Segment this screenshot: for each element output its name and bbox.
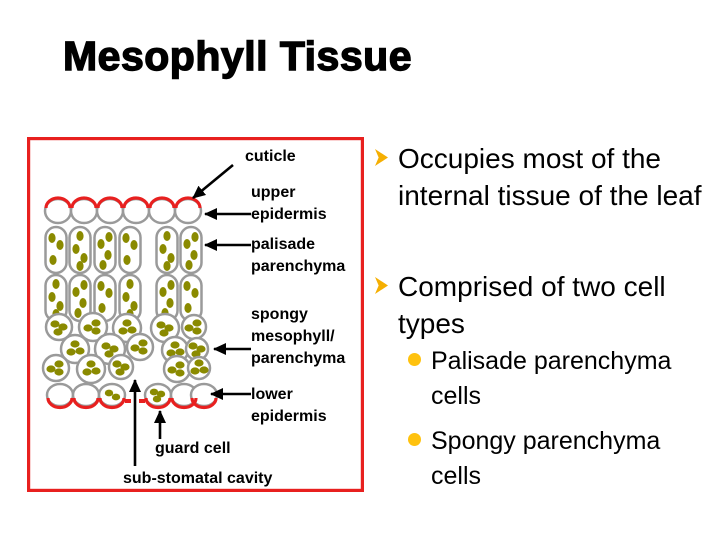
arrow-bullet-icon xyxy=(375,149,388,166)
spongy-label-line1: spongy xyxy=(251,306,308,323)
dot-bullet-icon xyxy=(408,353,421,366)
sub-bullet-item: Palisade parenchyma cells xyxy=(408,344,678,414)
palisade-label-line1: palisade xyxy=(251,236,315,253)
upper-epidermis-label-line2: epidermis xyxy=(251,206,327,223)
spongy-label-line2: mesophyll/ xyxy=(251,328,335,345)
spongy-label-line3: parenchyma xyxy=(251,350,345,367)
leaf-diagram-svg: cuticle upper epidermis palisade parench… xyxy=(27,137,364,492)
leaf-cells xyxy=(41,196,219,410)
slide-title: Mesophyll Tissue xyxy=(62,32,413,79)
upper-epidermis-label-line1: upper xyxy=(251,184,295,201)
dot-bullet-icon xyxy=(408,433,421,446)
cuticle-label: cuticle xyxy=(245,148,296,165)
leaf-cross-section-diagram: cuticle upper epidermis palisade parench… xyxy=(27,137,364,492)
guard-cell-label: guard cell xyxy=(155,440,231,457)
lower-epidermis-label-line2: epidermis xyxy=(251,408,327,425)
bullet-item: Occupies most of the internal tissue of … xyxy=(372,140,706,214)
sub-bullet-item: Spongy parenchyma cells xyxy=(408,424,678,494)
palisade-label-line2: parenchyma xyxy=(251,258,345,275)
bullet-item: Comprised of two cell types xyxy=(372,268,706,342)
bullet-text: Comprised of two cell types xyxy=(398,271,666,339)
lower-epidermis-label-line1: lower xyxy=(251,386,293,403)
diagram-labels: cuticle upper epidermis palisade parench… xyxy=(123,148,345,487)
bullet-text: Occupies most of the internal tissue of … xyxy=(398,143,702,211)
diagram-red-border xyxy=(27,137,364,492)
sub-bullet-text: Palisade parenchyma cells xyxy=(431,347,672,410)
cuticle-arrow xyxy=(192,163,234,200)
sub-bullet-text: Spongy parenchyma cells xyxy=(431,427,661,490)
sub-stomatal-cavity-label: sub-stomatal cavity xyxy=(123,470,272,487)
arrow-bullet-icon xyxy=(375,277,388,294)
label-arrows xyxy=(129,163,251,466)
